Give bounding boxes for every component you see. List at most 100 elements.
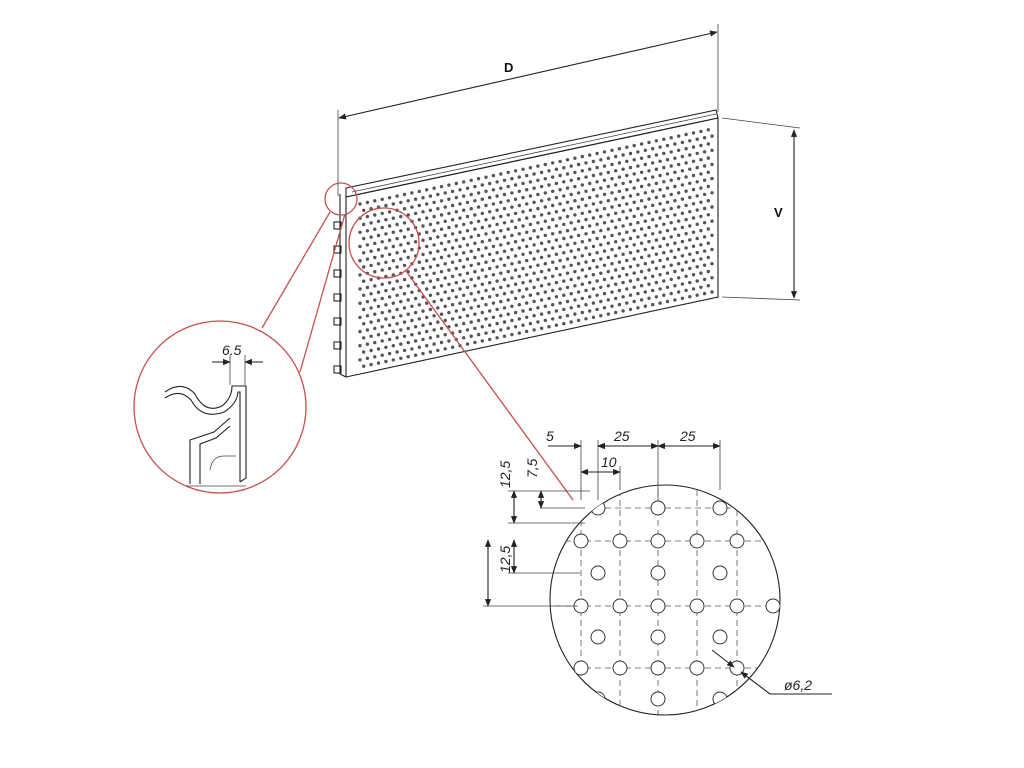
panel-hole bbox=[547, 310, 551, 315]
panel-hole bbox=[462, 180, 466, 184]
panel-hole bbox=[562, 293, 566, 297]
panel-hole bbox=[632, 143, 636, 148]
panel-hole bbox=[476, 233, 481, 238]
panel-hole bbox=[454, 266, 458, 271]
panel-hole bbox=[588, 252, 592, 256]
panel-hole bbox=[677, 205, 681, 209]
panel-hole bbox=[373, 241, 377, 246]
panel-hole bbox=[521, 252, 525, 256]
panel-hole bbox=[658, 173, 662, 178]
panel-hole bbox=[436, 334, 440, 338]
panel-hole bbox=[536, 164, 540, 168]
panel-hole bbox=[636, 178, 640, 182]
detail-hole bbox=[729, 598, 745, 614]
panel-hole bbox=[532, 229, 536, 233]
panel-hole bbox=[573, 199, 577, 203]
panel-hole bbox=[428, 336, 433, 340]
panel-hole bbox=[395, 307, 399, 312]
panel-hole bbox=[647, 225, 651, 230]
panel-hole bbox=[591, 188, 596, 192]
panel-hole bbox=[362, 307, 366, 312]
panel-hole bbox=[469, 249, 473, 253]
panel-hole bbox=[565, 271, 570, 275]
pitch-h-2-label: 25 bbox=[679, 428, 696, 444]
panel-hole bbox=[491, 258, 496, 263]
panel-hole bbox=[476, 219, 481, 223]
panel-hole bbox=[665, 158, 670, 162]
panel-hole bbox=[636, 277, 640, 282]
profile-callout-circle bbox=[324, 182, 358, 216]
panel-hole bbox=[358, 344, 362, 348]
panel-hole bbox=[488, 224, 492, 228]
panel-hole bbox=[621, 280, 625, 285]
panel-hole bbox=[632, 228, 636, 233]
panel-hole bbox=[551, 317, 555, 321]
panel-hole bbox=[617, 288, 622, 293]
panel-hole bbox=[447, 211, 451, 216]
panel-hole bbox=[665, 285, 670, 289]
panel-hole bbox=[573, 227, 577, 231]
panel-hole bbox=[591, 258, 596, 263]
panel-hole bbox=[473, 213, 477, 217]
panel-hole bbox=[551, 274, 555, 278]
panel-hole bbox=[573, 241, 577, 245]
panel-hole bbox=[373, 255, 377, 260]
panel-hole bbox=[651, 232, 655, 236]
panel-hole bbox=[391, 273, 395, 277]
panel-hole bbox=[484, 189, 488, 193]
panel-hole bbox=[654, 181, 659, 186]
panel-hole bbox=[373, 298, 377, 302]
panel-hole bbox=[536, 306, 540, 310]
panel-hole bbox=[569, 263, 573, 267]
panel-hole bbox=[365, 328, 370, 332]
panel-hole bbox=[517, 260, 521, 264]
panel-hole bbox=[576, 205, 581, 209]
panel-hole bbox=[373, 270, 377, 274]
panel-hole bbox=[458, 287, 462, 291]
panel-hole bbox=[506, 184, 510, 189]
panel-hole bbox=[573, 156, 577, 160]
panel-hole bbox=[369, 362, 373, 367]
panel-hole bbox=[621, 195, 625, 200]
panel-hole bbox=[558, 258, 562, 263]
panel-hole bbox=[680, 239, 685, 244]
panel-hole bbox=[439, 298, 444, 302]
panel-hole bbox=[625, 145, 629, 149]
panel-hole bbox=[425, 230, 429, 234]
panel-hole bbox=[625, 202, 629, 206]
panel-hole bbox=[651, 147, 655, 151]
panel-hole bbox=[606, 156, 610, 160]
panel-hole bbox=[599, 314, 603, 318]
panel-hole bbox=[532, 299, 536, 304]
panel-hole bbox=[614, 296, 618, 301]
panel-hole bbox=[688, 167, 692, 171]
panel-hole bbox=[447, 310, 451, 315]
panel-hole bbox=[495, 293, 499, 297]
panel-hole bbox=[458, 273, 462, 277]
panel-hole bbox=[399, 314, 403, 318]
panel-hole bbox=[525, 173, 529, 178]
panel-hole bbox=[706, 269, 710, 274]
panel-hole bbox=[551, 203, 555, 208]
panel-hole bbox=[399, 328, 403, 332]
panel-hole bbox=[688, 195, 692, 200]
perforation-holes bbox=[358, 128, 714, 368]
panel-hole bbox=[525, 230, 529, 234]
panel-hole bbox=[554, 167, 559, 171]
panel-hole bbox=[402, 348, 407, 353]
panel-hole bbox=[547, 282, 551, 286]
panel-hole bbox=[573, 269, 577, 274]
panel-hole bbox=[639, 241, 644, 245]
panel-hole bbox=[517, 175, 521, 179]
panel-hole bbox=[588, 266, 592, 271]
panel-hole bbox=[558, 202, 562, 206]
panel-hole bbox=[628, 279, 633, 283]
panel-hole bbox=[599, 243, 603, 247]
panel-hole bbox=[706, 241, 710, 245]
panel-hole bbox=[510, 276, 514, 280]
panel-hole bbox=[654, 280, 659, 285]
panel-hole bbox=[710, 290, 714, 294]
panel-hole bbox=[665, 271, 670, 275]
panel-hole bbox=[647, 154, 651, 159]
detail-hole bbox=[765, 598, 780, 614]
